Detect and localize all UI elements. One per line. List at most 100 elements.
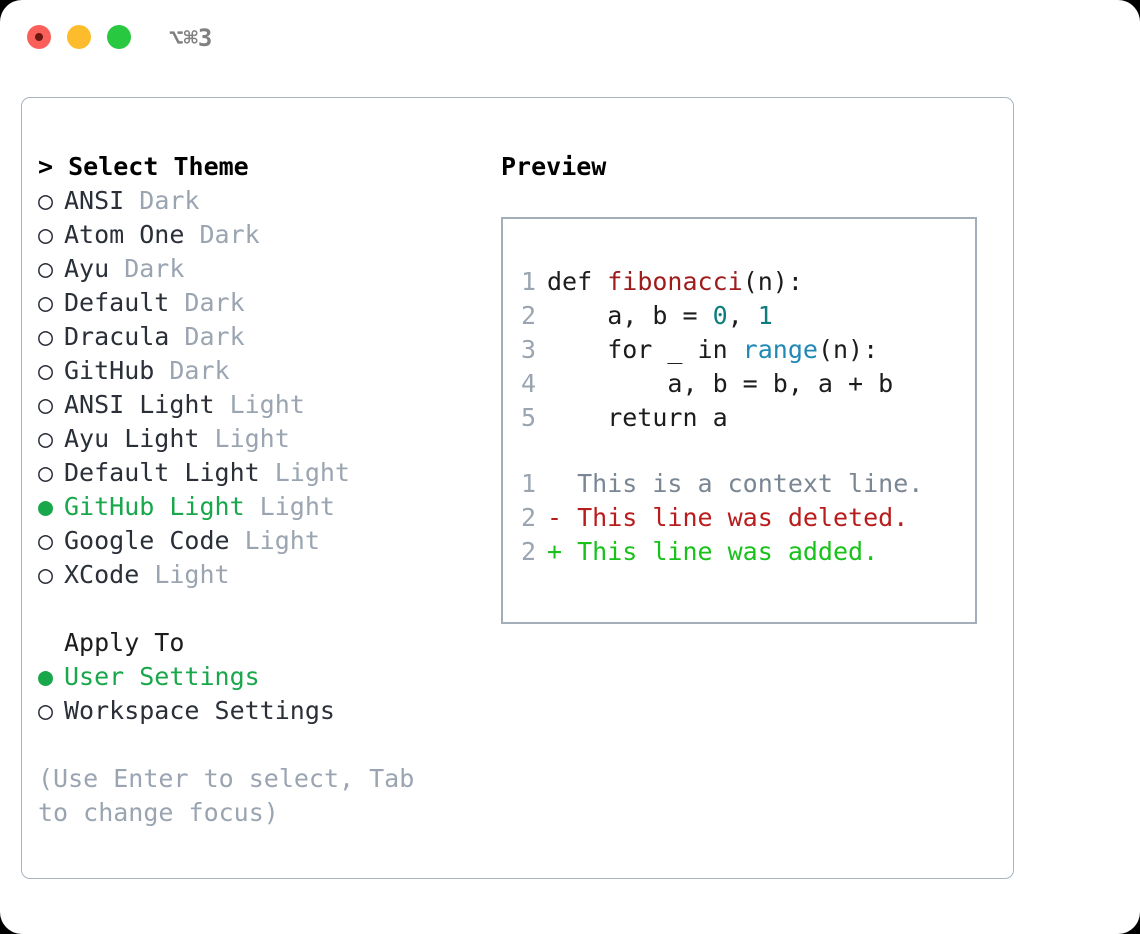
diff-sign — [547, 469, 562, 498]
theme-option[interactable]: ○ Ayu Dark — [38, 252, 478, 286]
theme-option-name: Dracula — [64, 322, 170, 351]
theme-option-name: Default — [64, 288, 170, 317]
code-line: 4 a, b = b, a + b — [521, 367, 969, 401]
code-line: 5 return a — [521, 401, 969, 435]
theme-option-name: Google Code — [64, 526, 230, 555]
close-icon[interactable] — [27, 25, 51, 49]
diff-text: This is a context line. — [562, 469, 924, 498]
line-number: 2 — [521, 537, 537, 566]
theme-option[interactable]: ○ Ayu Light Light — [38, 422, 478, 456]
theme-option-tag: Light — [199, 424, 290, 453]
theme-option[interactable]: ○ GitHub Dark — [38, 354, 478, 388]
diff-sample: 1 This is a context line.2- This line wa… — [521, 467, 969, 569]
code-token: return a — [547, 403, 728, 432]
radio-selected-icon: ● — [38, 492, 54, 521]
theme-option[interactable]: ○ Google Code Light — [38, 524, 478, 558]
radio-unselected-icon: ○ — [38, 220, 54, 249]
radio-unselected-icon: ○ — [38, 390, 54, 419]
theme-option[interactable]: ○ XCode Light — [38, 558, 478, 592]
diff-line: 1 This is a context line. — [521, 467, 969, 501]
apply-to-option[interactable]: ○Workspace Settings — [38, 694, 478, 728]
diff-line: 2 + This line was added. — [521, 535, 969, 569]
code-token: 0 — [712, 301, 728, 330]
radio-unselected-icon: ○ — [38, 186, 54, 215]
theme-option-name: Default Light — [64, 458, 260, 487]
line-number: 3 — [521, 335, 537, 364]
radio-unselected-icon: ○ — [38, 424, 54, 453]
preview-heading: Preview — [501, 152, 607, 181]
theme-option[interactable]: ○ Default Light Light — [38, 456, 478, 490]
minimize-icon[interactable] — [67, 25, 91, 49]
theme-option-name: Atom One — [64, 220, 185, 249]
theme-option-name: GitHub Light — [64, 492, 245, 521]
radio-unselected-icon: ○ — [38, 560, 54, 589]
diff-line: 2- This line was deleted. — [521, 501, 969, 535]
theme-option[interactable]: ○ Atom One Dark — [38, 218, 478, 252]
code-token: (n): — [742, 267, 803, 296]
theme-option-tag: Dark — [169, 322, 245, 351]
diff-text: This line was deleted. — [562, 503, 909, 532]
window-controls — [27, 25, 131, 49]
apply-to-option-name: User Settings — [64, 662, 260, 691]
code-token: a, b = b, a + b — [547, 369, 894, 398]
code-token: , — [727, 301, 758, 330]
theme-option-name: GitHub — [64, 356, 155, 385]
code-line: 3 for _ in range(n): — [521, 333, 969, 367]
code-line: 2 a, b = 0, 1 — [521, 299, 969, 333]
theme-option-name: Ayu Light — [64, 424, 200, 453]
code-token: for _ in — [547, 335, 743, 364]
code-token: (n): — [817, 335, 879, 364]
theme-option-tag: Light — [229, 526, 320, 555]
theme-option-tag: Dark — [154, 356, 230, 385]
main-panel: > Select Theme ○ANSI Dark○Atom One Dark○… — [21, 97, 1014, 879]
line-number: 2 — [521, 301, 537, 330]
theme-option[interactable]: ○ Default Dark — [38, 286, 478, 320]
code-token: 1 — [757, 301, 773, 330]
theme-option[interactable]: ○ANSI Light Light — [38, 388, 478, 422]
diff-sign: + — [547, 537, 563, 566]
line-number: 5 — [521, 403, 537, 432]
radio-unselected-icon: ○ — [38, 288, 54, 317]
radio-unselected-icon: ○ — [38, 322, 54, 351]
code-token: a, b = — [547, 301, 713, 330]
title-bar: ⌥⌘3 — [0, 0, 1140, 78]
theme-option-name: Ayu — [64, 254, 110, 283]
apply-to-option[interactable]: ●User Settings — [38, 660, 478, 694]
theme-option-name: ANSI — [64, 186, 125, 215]
line-number: 2 — [521, 503, 537, 532]
theme-option[interactable]: ● GitHub Light Light — [38, 490, 478, 524]
maximize-icon[interactable] — [107, 25, 131, 49]
theme-option-tag: Dark — [109, 254, 185, 283]
theme-option-tag: Light — [214, 390, 305, 419]
radio-unselected-icon: ○ — [38, 696, 54, 725]
diff-sign: - — [547, 503, 563, 532]
theme-option-tag: Dark — [124, 186, 200, 215]
theme-list: ○ ANSI Dark ○ Atom One Dark ○ Ayu Dark ○ Defaul… — [38, 184, 478, 592]
theme-option[interactable]: ○ ANSI Dark — [38, 184, 478, 218]
theme-option[interactable]: ○ Dracula Dark — [38, 320, 478, 354]
radio-unselected-icon: ○ — [38, 356, 54, 385]
apply-to-label: Apply To — [64, 628, 185, 657]
theme-option-tag: Light — [139, 560, 230, 589]
radio-unselected-icon: ○ — [38, 458, 54, 487]
theme-option-name: XCode — [64, 560, 140, 589]
radio-unselected-icon: ○ — [38, 526, 54, 555]
line-number: 1 — [521, 469, 537, 498]
select-theme-heading: > Select Theme — [38, 152, 249, 181]
theme-option-tag: Light — [244, 492, 335, 521]
code-token: fibonacci — [607, 267, 743, 296]
keyboard-shortcut-label: ⌥⌘3 — [169, 24, 213, 52]
theme-picker-column: > Select Theme ○ANSI Dark○Atom One Dark○… — [38, 150, 478, 830]
theme-option-tag: Light — [259, 458, 350, 487]
diff-text: This line was added. — [562, 537, 879, 566]
code-token: def — [547, 267, 608, 296]
radio-unselected-icon: ○ — [38, 254, 54, 283]
theme-option-tag: Dark — [169, 288, 245, 317]
theme-option-tag: Dark — [184, 220, 260, 249]
apply-to-list: ●User Settings○Workspace Settings — [38, 660, 478, 728]
